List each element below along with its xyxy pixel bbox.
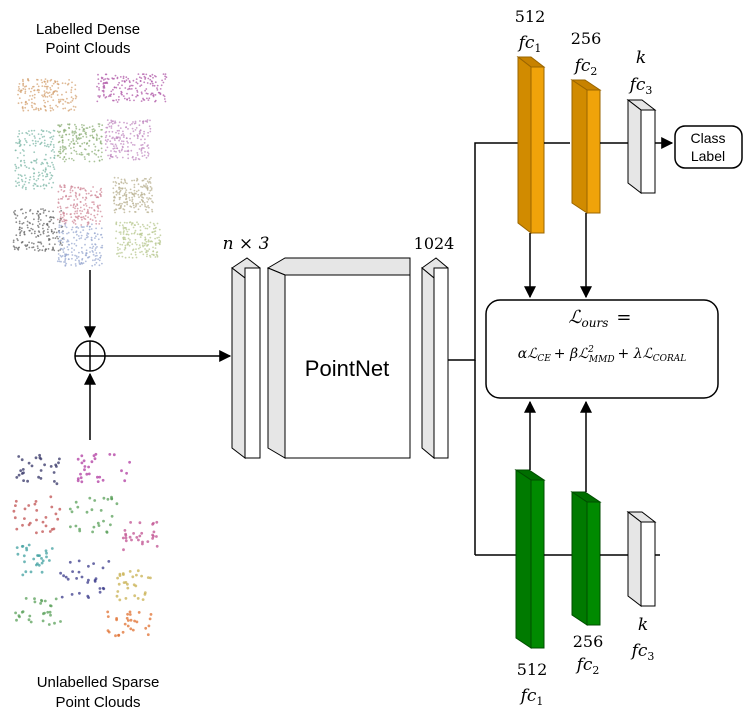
dense-cloud [56,123,104,163]
bottom-branch: 512 fc1 256 fc2 k fc3 [514,400,660,708]
sparse-cloud [68,495,119,534]
sparse-cloud [14,597,62,626]
top-fc3-label: fc3 [628,75,653,97]
top-fc2-block-side [571,79,588,214]
top-branch: 512 fc1 256 fc2 k fc3 Class Label [515,7,743,299]
bottom-fc1-block [530,479,545,649]
dense-cloud [96,73,168,103]
bottom-fc2-dim: 256 [573,632,604,651]
feature-dim-label: 1024 [414,234,455,253]
sparse-label-line1: Unlabelled Sparse [37,674,160,691]
sparse-cloud [115,569,152,602]
sparse-cloud [76,452,132,484]
dense-point-cloud-thumbnails [12,73,168,267]
class-label-box [674,125,743,169]
class-label-line2: Label [691,148,725,164]
dense-label-line1: Labelled Dense [36,21,140,38]
bottom-fc3-dim: k [638,615,648,635]
dense-cloud [56,223,104,267]
sparse-cloud [59,559,111,599]
bottom-fc2-block [586,501,601,626]
class-label-line1: Class [690,130,725,146]
sparse-cloud [15,543,54,577]
top-fc1-block-side [517,55,532,235]
sparse-cloud [12,495,62,535]
input-block: n × 3 [223,234,270,460]
dense-cloud [104,119,152,161]
top-fc2-label: fc2 [573,56,598,78]
bottom-fc3-block [640,521,656,607]
sparse-point-clouds: Unlabelled Sparse Point Clouds [12,452,160,711]
dense-cloud [56,184,103,226]
dense-cloud [12,208,64,252]
top-fc2-dim: 256 [571,29,602,48]
dense-cloud [114,221,162,259]
bottom-fc2-label: fc2 [575,655,600,677]
top-fc3-dim: k [636,48,646,68]
bottom-fc1-dim: 512 [517,660,548,679]
pointnet-label: PointNet [305,356,389,381]
top-fc1-label: fc1 [517,33,542,55]
top-fc2-block [586,89,601,214]
combine-operator [74,270,232,440]
top-fc1-block [530,66,545,234]
dense-cloud [17,78,78,112]
pointnet-block: PointNet [266,257,411,459]
dense-point-clouds: Labelled Dense Point Clouds [12,21,168,267]
bottom-fc1-block-side [515,469,532,649]
input-dim-label: n × 3 [223,234,270,254]
feature-block: 1024 [414,234,455,460]
top-fc1-dim: 512 [515,7,546,26]
bottom-fc1-label: fc1 [519,686,544,708]
dense-label-line2: Point Clouds [45,40,130,57]
top-fc3-block [640,109,656,194]
loss-lhs: ℒours= [569,307,632,330]
sparse-cloud [121,520,159,552]
bottom-fc3-label: fc3 [630,641,655,663]
dense-cloud [14,129,56,191]
sparse-label-line2: Point Clouds [55,694,140,711]
sparse-cloud [15,453,61,486]
bottom-fc2-block-side [571,491,588,626]
branch-connectors [448,142,520,556]
sparse-point-cloud-thumbnails [12,452,159,638]
dense-cloud [112,176,154,214]
sparse-cloud [106,610,153,638]
